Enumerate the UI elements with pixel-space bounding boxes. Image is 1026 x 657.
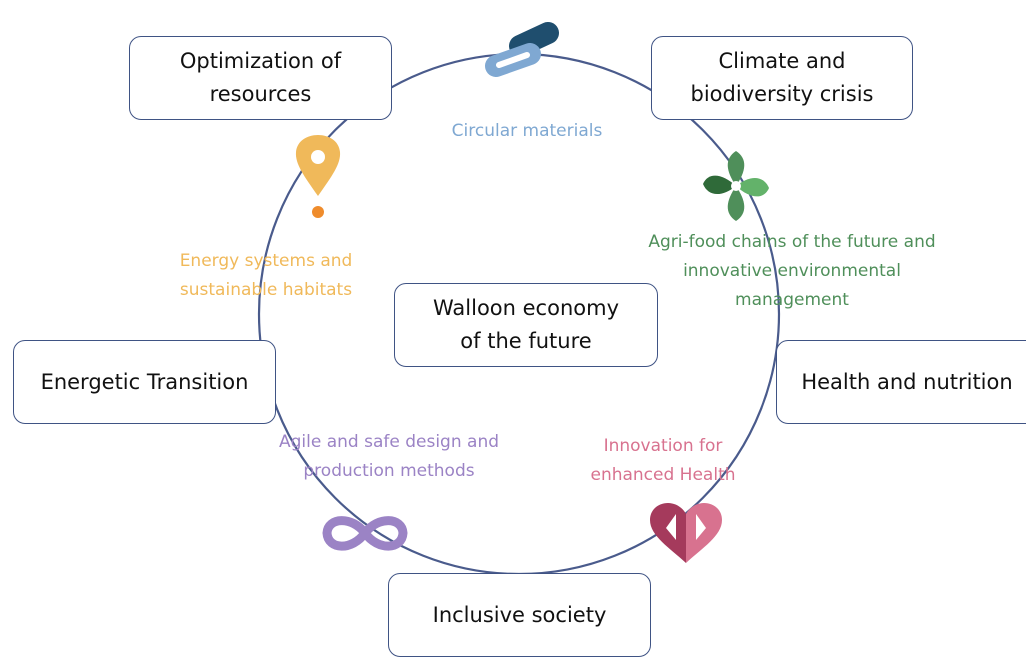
innovation-label-line-1: Innovation for [603,436,723,456]
energy-systems-label: Energy systems and sustainable habitats [151,247,381,305]
health-nutrition-box: Health and nutrition [776,340,1026,424]
location-pin-icon [295,135,341,218]
agrifood-label-line-2: innovative environmental [683,261,901,281]
agrifood-label-line-1: Agri-food chains of the future and [648,232,936,252]
agrifood-label-line-3: management [735,290,849,310]
energy-label-line-1: Energy systems and [179,251,353,271]
agile-label-line-2: production methods [303,461,475,481]
optimization-box-line-1: Optimization of [179,49,342,73]
optimization-of-resources-box: Optimization of resources [129,36,392,120]
heart-icon [650,503,722,563]
link-icon [485,22,559,77]
infinity-icon [322,516,408,551]
agile-label-line-1: Agile and safe design and [278,432,500,452]
inclusive-box-line-1: Inclusive society [432,602,607,627]
agrifood-label: Agri-food chains of the future and innov… [612,228,972,315]
center-box-line-1: Walloon economy [433,296,619,320]
energetic-box-line-1: Energetic Transition [40,369,249,394]
center-box-line-2: of the future [460,329,592,353]
clover-icon [703,151,769,221]
climate-box-line-1: Climate and [718,49,846,73]
energy-label-line-2: sustainable habitats [179,280,353,300]
energetic-transition-box: Energetic Transition [13,340,276,424]
climate-box-line-2: biodiversity crisis [690,82,874,106]
climate-biodiversity-box: Climate and biodiversity crisis [651,36,913,120]
agile-design-label: Agile and safe design and production met… [248,428,530,486]
innovation-label-line-2: enhanced Health [590,465,736,485]
innovation-health-label: Innovation for enhanced Health [558,432,768,490]
inclusive-society-box: Inclusive society [388,573,651,657]
optimization-box-line-2: resources [209,82,312,106]
health-nutrition-box-line-1: Health and nutrition [801,369,1013,394]
center-box: Walloon economy of the future [394,283,658,367]
circular-label-line-1: Circular materials [451,121,603,141]
circular-materials-label: Circular materials [417,117,637,146]
